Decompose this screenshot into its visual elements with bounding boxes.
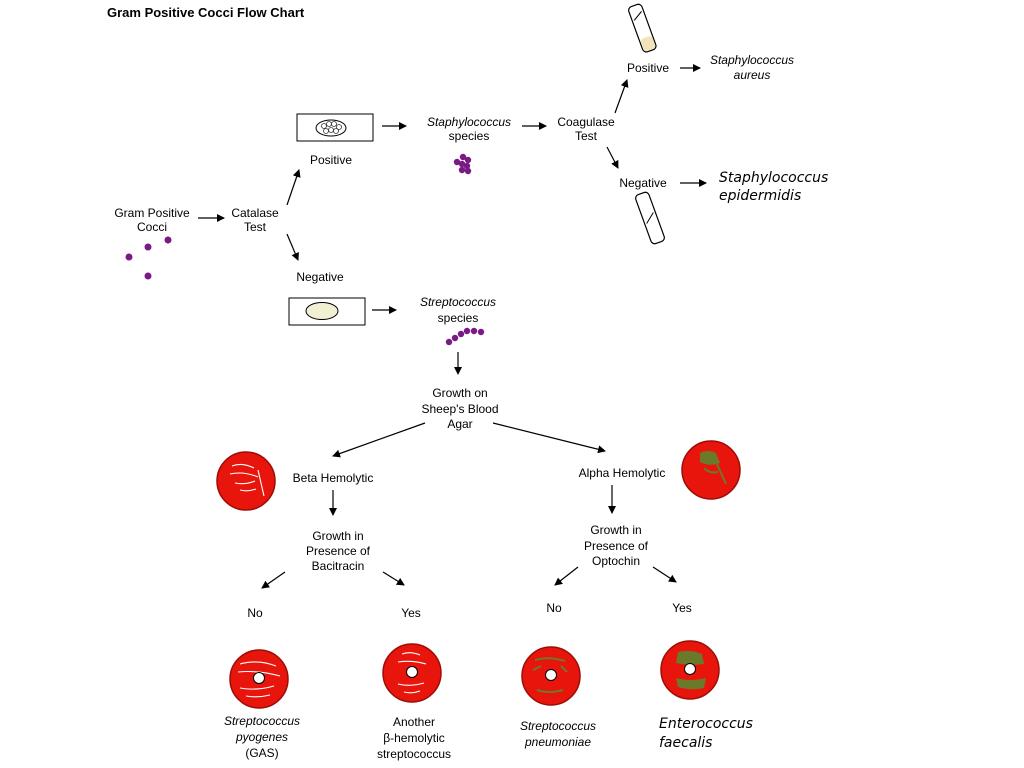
cocci-dots: [125, 236, 172, 280]
optochin-no-label: No: [546, 601, 562, 615]
faecalis-label-2: faecalis: [659, 735, 712, 751]
beta-hemolytic-label: Beta Hemolytic: [293, 471, 374, 485]
arrow-coagulase-negative: [606, 146, 619, 169]
optochin-label-3: Optochin: [592, 554, 640, 568]
catalase-negative-label: Negative: [296, 270, 344, 284]
another-beta-label-3: streptococcus: [377, 747, 451, 761]
catalase-label-1: Catalase: [231, 206, 279, 220]
staph-label-1: Staphylococcus: [427, 115, 511, 129]
alpha-hemolytic-plate-icon: [681, 440, 741, 500]
strep-label-1: Streptococcus: [420, 295, 496, 309]
epidermidis-label-2: epidermidis: [719, 188, 801, 204]
arrow-optochin-no: [554, 566, 579, 586]
bacitracin-yes-label: Yes: [401, 606, 421, 620]
coagulase-label-2: Test: [575, 129, 598, 143]
strep-chain-dots: [445, 327, 485, 346]
coagulase-negative-tube-icon: [635, 191, 665, 245]
another-beta-plate-icon: [382, 643, 442, 703]
staph-label-2: species: [449, 129, 490, 143]
arrow-bloodagar-alpha: [492, 422, 606, 454]
catalase-positive-label: Positive: [310, 153, 352, 167]
bubbles-icon: [315, 119, 347, 137]
aureus-label-2: aureus: [734, 68, 771, 82]
arrow-bacitracin-no: [261, 571, 286, 589]
aureus-label-1: Staphylococcus: [710, 53, 794, 67]
faecalis-plate-icon: [660, 640, 720, 700]
coagulase-positive-tube-icon: [628, 3, 657, 53]
arrow-catalase-positive: [286, 169, 301, 206]
pyogenes-plate-icon: [229, 649, 289, 709]
another-beta-label-1: Another: [393, 715, 435, 729]
arrow-optochin-yes: [652, 566, 677, 583]
coagulase-positive-label: Positive: [627, 61, 669, 75]
staph-cluster-dots: [453, 153, 472, 175]
alpha-hemolytic-label: Alpha Hemolytic: [579, 466, 666, 480]
bacitracin-no-label: No: [247, 606, 263, 620]
pneumoniae-label-2: pneumoniae: [524, 735, 591, 749]
epidermidis-label-1: Staphylococcus: [719, 170, 828, 186]
optochin-yes-label: Yes: [672, 601, 692, 615]
bloodagar-label-1: Growth on: [432, 386, 487, 400]
another-beta-label-2: β-hemolytic: [383, 731, 445, 745]
arrow-coagulase-positive: [614, 79, 629, 114]
arrow-bloodagar-beta: [332, 422, 426, 458]
optochin-label-2: Presence of: [584, 539, 649, 553]
coagulase-label-1: Coagulase: [557, 115, 615, 129]
strep-label-2: species: [438, 311, 479, 325]
bacitracin-label-1: Growth in: [312, 529, 363, 543]
beta-hemolytic-plate-icon: [216, 451, 276, 511]
bloodagar-label-2: Sheep's Blood: [421, 402, 498, 416]
start-label-1: Gram Positive: [114, 206, 190, 220]
pyogenes-label-3: (GAS): [245, 746, 278, 760]
pyogenes-label-1: Streptococcus: [224, 714, 300, 728]
chart-title: Gram Positive Cocci Flow Chart: [107, 5, 305, 20]
no-bubbles-icon: [305, 302, 339, 320]
pyogenes-label-2: pyogenes: [235, 730, 288, 744]
bacitracin-label-2: Presence of: [306, 544, 371, 558]
faecalis-label-1: Enterococcus: [659, 716, 753, 732]
start-label-2: Cocci: [137, 220, 167, 234]
arrow-bacitracin-yes: [382, 571, 405, 586]
bloodagar-label-3: Agar: [447, 417, 472, 431]
pneumoniae-label-1: Streptococcus: [520, 719, 596, 733]
coagulase-negative-label: Negative: [619, 176, 667, 190]
arrow-catalase-negative: [286, 233, 299, 261]
bacitracin-label-3: Bacitracin: [312, 559, 365, 573]
optochin-label-1: Growth in: [590, 523, 641, 537]
catalase-label-2: Test: [244, 220, 267, 234]
pneumoniae-plate-icon: [521, 646, 581, 706]
